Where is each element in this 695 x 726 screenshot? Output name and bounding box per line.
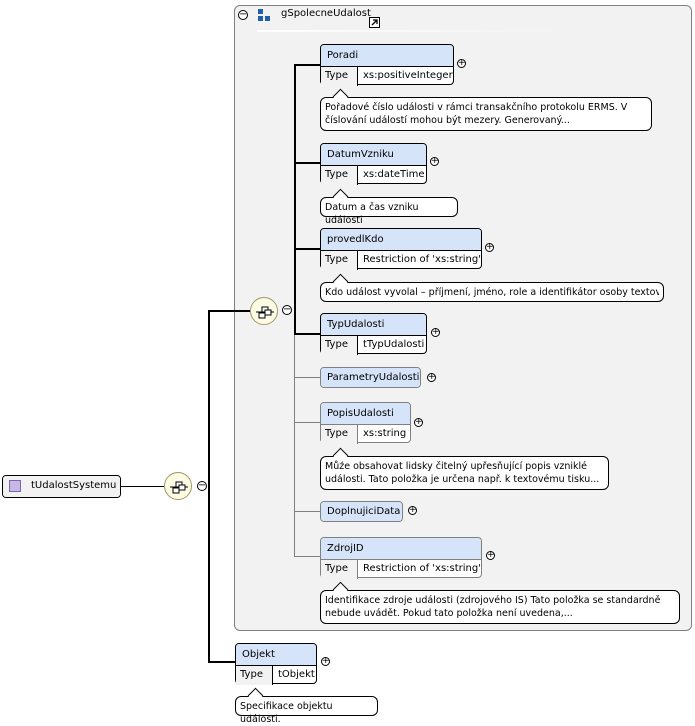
element-name: Objekt (236, 644, 316, 665)
outer-branch-to-objekt (208, 661, 235, 663)
inner-sequence-icon[interactable] (250, 297, 278, 325)
element-parametryudalosti[interactable]: ParametryUdalosti (320, 367, 421, 388)
root-connector (121, 486, 164, 487)
element-provedlkdo[interactable]: provedlKdo Type Restriction of 'xs:string… (320, 228, 482, 270)
doc-objekt: Specifikace objektu události. (235, 687, 378, 725)
group-title: gSpolecneUdalost (281, 8, 371, 19)
doc-poradi: Pořadové číslo události v rámci transakč… (320, 88, 652, 131)
branch-parametryudalosti (294, 377, 320, 378)
expand-icon[interactable]: + (430, 156, 439, 166)
group-collapse-icon[interactable]: − (238, 9, 248, 20)
group-link-arrow-icon[interactable] (369, 17, 380, 28)
type-value: xs:positiveInteger (363, 70, 453, 81)
element-doplnujicidata[interactable]: DoplnujiciData (320, 501, 403, 522)
outer-sequence-collapse-icon[interactable]: − (197, 480, 207, 491)
type-key: Type (321, 166, 358, 185)
type-key: Type (321, 251, 358, 270)
type-key: Type (321, 560, 358, 579)
branch-popisudalosti (294, 422, 320, 423)
branch-poradi (294, 64, 320, 66)
doc-line: Identifikace zdroje události (zdrojového… (325, 595, 661, 606)
outer-branch-vertical (208, 311, 210, 663)
expand-icon[interactable]: + (486, 550, 495, 560)
inner-sequence-collapse-icon[interactable]: − (282, 304, 292, 315)
complex-type-icon (9, 480, 21, 492)
element-name: PopisUdalosti (321, 403, 410, 424)
type-key: Type (321, 67, 358, 86)
type-key: Type (321, 425, 358, 444)
element-popisudalosti[interactable]: PopisUdalosti Type xs:string (320, 402, 411, 444)
branch-provedlkdo (294, 248, 320, 250)
expand-icon[interactable]: + (321, 656, 330, 666)
type-value: xs:dateTime (363, 169, 425, 180)
doc-line: Pořadové číslo události v rámci transakč… (325, 102, 628, 113)
element-name: ZdrojID (321, 538, 481, 559)
type-value: Restriction of 'xs:string' (362, 254, 481, 265)
element-name: Poradi (321, 45, 453, 66)
type-value: tTypUdalosti (363, 339, 425, 350)
element-datumvzniku[interactable]: DatumVzniku Type xs:dateTime (320, 143, 427, 185)
outer-sequence-icon[interactable] (164, 472, 192, 500)
group-title-divider (257, 30, 567, 32)
root-element-box[interactable]: tUdalostSystemu (2, 475, 121, 498)
element-zdrojid[interactable]: ZdrojID Type Restriction of 'xs:string' (320, 537, 482, 579)
element-name: TypUdalosti (321, 314, 426, 335)
type-value: xs:string (363, 428, 407, 439)
inner-branch-vertical-optional (294, 334, 295, 556)
element-typudalosti[interactable]: TypUdalosti Type tTypUdalosti (320, 313, 427, 355)
doc-line: události. Tato položka je určena např. k… (325, 474, 600, 485)
expand-icon[interactable]: + (485, 242, 494, 252)
group-icon (257, 8, 271, 22)
type-value: tObjekt (278, 669, 315, 680)
element-name: ParametryUdalosti (321, 368, 420, 387)
root-element-label: tUdalostSystemu (3, 476, 120, 497)
doc-line: Může obsahovat lidsky čitelný upřesňujíc… (325, 461, 587, 472)
doc-popisudalosti: Může obsahovat lidsky čitelný upřesňujíc… (320, 447, 609, 490)
type-value: Restriction of 'xs:string' (362, 563, 481, 574)
type-key: Type (321, 336, 358, 355)
doc-datumvzniku: Datum a čas vzniku události (320, 188, 458, 226)
branch-doplnujicidata (294, 511, 320, 512)
element-name: DatumVzniku (321, 144, 426, 165)
branch-zdrojid (294, 556, 320, 557)
expand-icon[interactable]: + (457, 58, 466, 68)
element-name: provedlKdo (321, 229, 481, 250)
doc-line: Kdo událost vyvolal – příjmení, jméno, r… (325, 287, 659, 298)
doc-line: Specifikace objektu události. (240, 701, 333, 725)
inner-branch-vertical-required (294, 64, 296, 334)
doc-line: nebude uvádět. Pokud tato položka není u… (325, 608, 573, 619)
expand-icon[interactable]: + (408, 505, 417, 515)
doc-zdrojid: Identifikace zdroje události (zdrojového… (320, 581, 680, 624)
branch-datumvzniku (294, 162, 320, 164)
element-poradi[interactable]: Poradi Type xs:positiveInteger (320, 44, 454, 86)
doc-line: Datum a čas vzniku události (325, 202, 419, 226)
expand-icon[interactable]: + (427, 372, 436, 382)
outer-branch-to-inner (208, 310, 250, 312)
expand-icon[interactable]: + (414, 417, 423, 427)
branch-typudalosti (294, 333, 320, 335)
element-name: DoplnujiciData (321, 502, 402, 521)
doc-provedlkdo: Kdo událost vyvolal – příjmení, jméno, r… (320, 273, 664, 302)
doc-line: číslování událostí mohou být mezery. Gen… (325, 115, 570, 126)
type-key: Type (236, 666, 273, 685)
expand-icon[interactable]: + (431, 327, 440, 337)
element-objekt[interactable]: Objekt Type tObjekt (235, 643, 317, 685)
